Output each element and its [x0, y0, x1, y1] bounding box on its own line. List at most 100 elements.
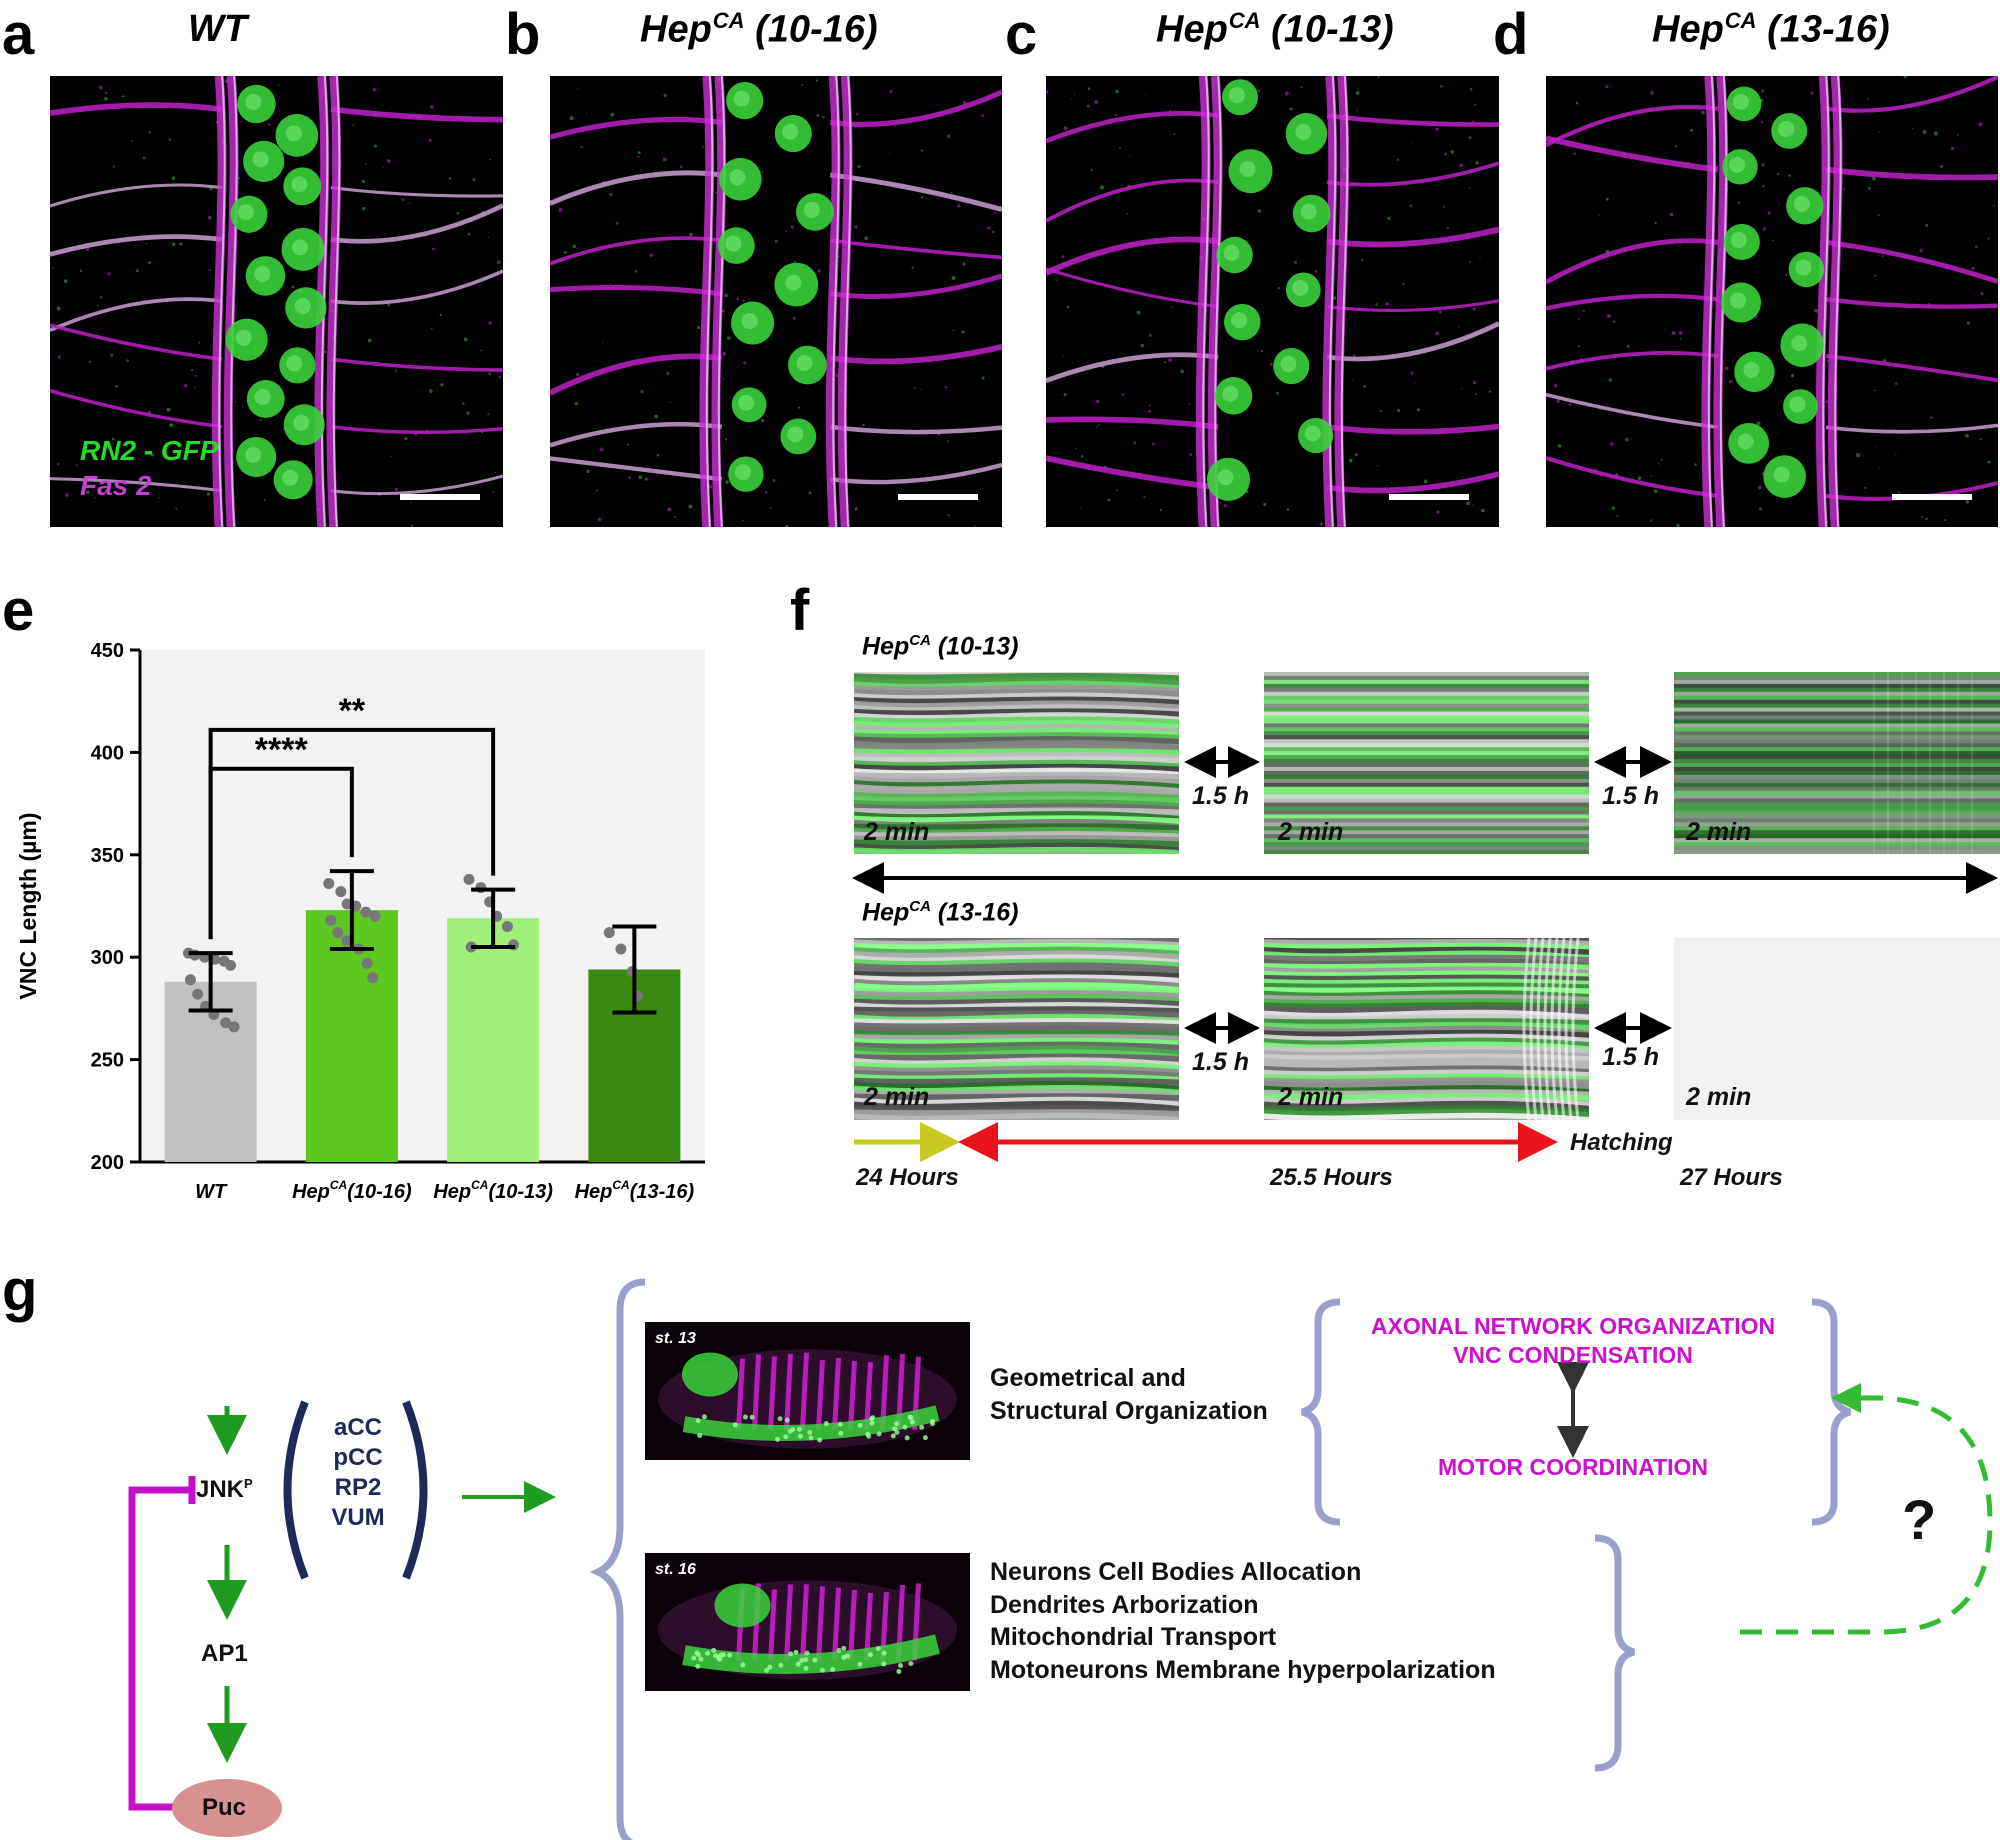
y-tick-label: 450 — [91, 640, 124, 662]
text1-line2: Structural Organization — [990, 1396, 1268, 1425]
micrograph-hep-10-13-image — [1046, 76, 1499, 527]
data-point — [367, 972, 379, 984]
k1-pre: Hep — [862, 632, 910, 661]
duration-label: 2 min — [864, 1083, 930, 1111]
kymograph-r2c1 — [854, 938, 1179, 1120]
dashed-feedback — [1740, 1383, 1993, 1635]
kymo-row1-label: HepCA (10-13) — [862, 632, 1018, 661]
micrograph-hep-10-13 — [1046, 76, 1499, 527]
time-27h: 27 Hours — [1680, 1164, 1783, 1191]
text2-line2: Dendrites Arborization — [990, 1590, 1259, 1619]
interval-label: 1.5 h — [1192, 1048, 1249, 1076]
ap1-node: AP1 — [201, 1640, 248, 1667]
title-c-pre: Hep — [1156, 8, 1228, 51]
interval-label: 1.5 h — [1192, 782, 1249, 810]
kymo-arrows — [852, 746, 1998, 1162]
kymograph-r1c1 — [854, 672, 1179, 854]
significance-label: ** — [339, 692, 366, 730]
data-point — [192, 988, 204, 1000]
kymo-image — [1674, 672, 2000, 854]
vnc-condensation-label: VNC CONDENSATION — [1453, 1342, 1693, 1368]
panel-title-b: HepCA (10-16) — [640, 10, 878, 49]
kymograph-r1c2 — [1264, 672, 1589, 854]
y-axis-label: VNC Length (µm) — [15, 812, 41, 999]
puc-inhibition — [128, 1486, 200, 1811]
data-point — [463, 873, 475, 885]
k2-pre: Hep — [862, 898, 910, 927]
panel-letter-d: d — [1493, 2, 1529, 67]
text2-line3: Mitochondrial Transport — [990, 1623, 1277, 1651]
interval-label: 1.5 h — [1602, 782, 1659, 810]
puc-node — [172, 1779, 282, 1837]
kymo-image — [854, 672, 1179, 854]
bar — [305, 910, 398, 1162]
x-tick-label: HepCA(13-16) — [575, 1178, 695, 1203]
significance-bracket — [208, 727, 496, 940]
brace-right-magenta — [1811, 1298, 1852, 1526]
duration-label: 2 min — [1278, 818, 1344, 846]
kymo-image — [1264, 672, 1589, 854]
duration-label: 2 min — [1278, 1083, 1344, 1111]
text2-line4: Motoneurons Membrane hyperpolarization — [990, 1655, 1496, 1684]
scale-bar — [898, 494, 978, 500]
neuron-pcc: pCC — [333, 1444, 383, 1471]
duration-label: 2 min — [864, 818, 930, 846]
data-point — [341, 935, 353, 947]
panel-letter-c: c — [1005, 2, 1038, 67]
phenotype-text-1: Geometrical and Structural Organization — [990, 1362, 1268, 1427]
data-point — [615, 943, 627, 955]
panel-letter-a: a — [2, 2, 35, 67]
panel-title-c: HepCA (10-13) — [1156, 10, 1394, 49]
title-d-pre: Hep — [1652, 8, 1724, 51]
data-point — [603, 927, 615, 939]
text2-line1: Neurons Cell Bodies Allocation — [990, 1558, 1362, 1586]
right-paren — [402, 1400, 428, 1580]
data-point — [225, 959, 237, 971]
duration-label: 2 min — [1686, 1083, 1752, 1111]
panel-letter-f: f — [790, 578, 810, 643]
y-tick-label: 200 — [91, 1152, 124, 1174]
kymograph-r1c3 — [1674, 672, 2000, 854]
time-25-5h: 25.5 Hours — [1270, 1164, 1393, 1191]
axonal-network-label: AXONAL NETWORK ORGANIZATION — [1370, 1313, 1776, 1339]
y-tick-label: 250 — [91, 1050, 124, 1072]
question-mark: ? — [1902, 1488, 1937, 1551]
data-point — [220, 1017, 232, 1029]
puc-label: Puc — [202, 1794, 247, 1821]
brace-left-magenta — [1300, 1298, 1341, 1526]
kymo-image — [854, 938, 1179, 1120]
x-tick-label: HepCA(10-13) — [433, 1178, 553, 1203]
kymo-row2-label: HepCA (13-16) — [862, 898, 1018, 927]
pathway-diagram — [128, 1278, 1993, 1840]
jnk-sup: P — [244, 1476, 253, 1491]
motor-coordination-label: MOTOR COORDINATION — [1437, 1454, 1709, 1480]
panel-title-d: HepCA (13-16) — [1652, 10, 1890, 49]
jnk-label: JNK — [196, 1476, 245, 1503]
micrograph-wt-image — [50, 76, 503, 527]
data-point — [228, 1021, 240, 1033]
k1-post: (10-13) — [930, 632, 1019, 661]
stage-16-label: st. 16 — [655, 1561, 696, 1578]
x-tick-label: HepCA(10-16) — [292, 1178, 412, 1203]
neuron-vum: VUM — [331, 1504, 385, 1531]
scale-bar — [1892, 494, 1972, 500]
y-tick-label: 300 — [91, 947, 124, 969]
embryo-image — [658, 1349, 957, 1449]
micrograph-hep-13-16-image — [1546, 76, 1998, 527]
embryo-stage16: st. 16 — [645, 1553, 970, 1691]
data-point — [360, 906, 372, 918]
scale-bar — [400, 494, 480, 500]
scale-bar — [1389, 494, 1469, 500]
micro-legend: RN2 - GFP Fas 2 — [80, 433, 218, 503]
micrograph-wt — [50, 76, 503, 527]
big-brace — [589, 1278, 646, 1840]
embryo-image — [658, 1580, 957, 1680]
panel-title-wt: WT — [188, 8, 248, 50]
data-point — [184, 974, 196, 986]
jnk-node: JNKP — [196, 1474, 253, 1505]
title-b-pre: Hep — [640, 8, 712, 51]
y-tick-label: 350 — [91, 845, 124, 867]
neuron-acc: aCC — [333, 1414, 382, 1441]
micrograph-hep-10-16 — [550, 76, 1002, 527]
